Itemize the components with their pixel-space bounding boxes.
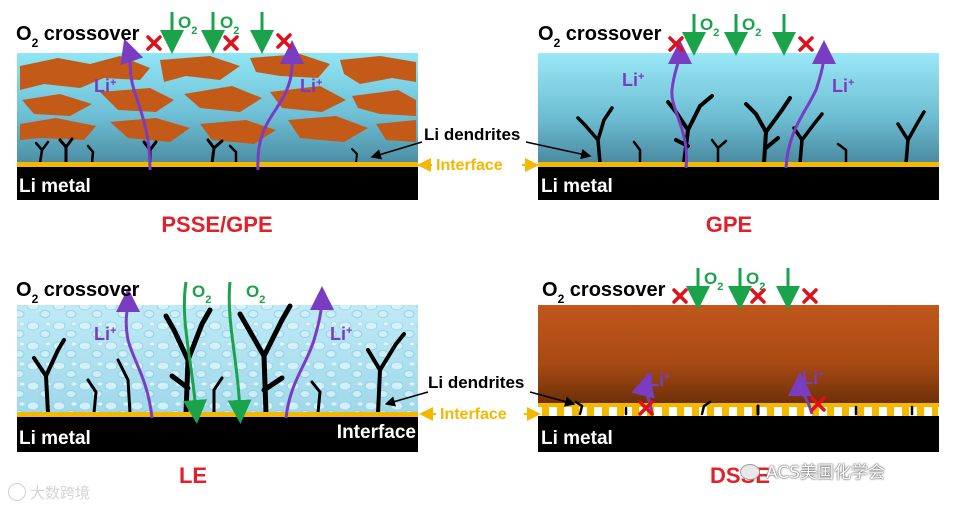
- o2-label: O2: [220, 13, 239, 37]
- o2-label: O2: [700, 15, 719, 39]
- li-metal-label: Li metal: [19, 176, 91, 197]
- electrolyte-layer: [538, 305, 939, 403]
- li-dendrites-callout: Li dendrites: [424, 125, 520, 144]
- panel-gpe: Li metal Li+ Li+ O2 crossover O2 O2 GPE: [538, 14, 939, 237]
- o2-label: O2: [192, 282, 211, 306]
- blocked-crossover-marks: [148, 35, 290, 49]
- droplet-texture: [17, 305, 418, 413]
- panel-dsse: Li metal Li+ Li+ O2 crossover O2 O2 DSSE: [538, 268, 939, 488]
- watermark-right: ACS美国化学会: [740, 458, 885, 483]
- wechat-icon: [740, 464, 760, 480]
- panel-caption: GPE: [706, 212, 752, 237]
- interface-layer: [17, 412, 418, 417]
- blocked-crossover-marks: [670, 38, 812, 50]
- o2-label: O2: [246, 282, 265, 306]
- interface-callout: Interface: [440, 406, 507, 423]
- panel-psse-gpe: Li metal Li+ Li+ O2 crossover O2 O2 PSSE…: [16, 12, 418, 237]
- interface-callout: Interface: [436, 157, 503, 174]
- o2-crossover-label: O2 crossover: [16, 279, 140, 306]
- interface-pattern: [538, 403, 939, 416]
- o2-crossover-label: O2 crossover: [538, 23, 662, 50]
- li-metal-label: Li metal: [19, 428, 91, 449]
- o2-crossover-label: O2 crossover: [16, 23, 140, 50]
- interface-label: Interface: [337, 422, 416, 443]
- watermark-left: 大数跨境: [8, 482, 90, 503]
- watermark-right-text: ACS美国化学会: [766, 463, 885, 483]
- panel-le: Li metal Interface O2 O2 Li+ Li+ O2 cros…: [16, 279, 418, 488]
- interface-layer: [17, 162, 418, 167]
- blocked-crossover-marks: [674, 290, 816, 302]
- o2-label: O2: [704, 269, 723, 293]
- li-dendrites-callout: Li dendrites: [428, 373, 524, 392]
- interface-layer: [538, 162, 939, 167]
- o2-label: O2: [178, 13, 197, 37]
- panel-caption: PSSE/GPE: [161, 212, 272, 237]
- li-metal-label: Li metal: [541, 428, 613, 449]
- panel-caption: LE: [179, 463, 207, 488]
- watermark-left-text: 大数跨境: [30, 484, 90, 502]
- o2-crossover-label: O2 crossover: [542, 279, 666, 306]
- li-metal-label: Li metal: [541, 176, 613, 197]
- watermark-logo-icon: [8, 483, 26, 501]
- o2-label: O2: [742, 15, 761, 39]
